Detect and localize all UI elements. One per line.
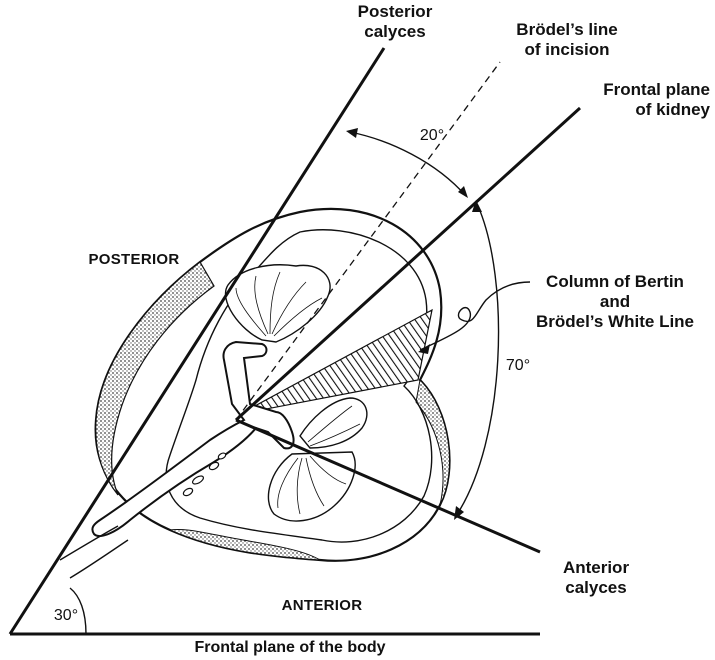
- label-column-of-bertin-line3: Brödel’s White Line: [520, 312, 710, 332]
- angle-70-label: 70°: [498, 356, 538, 376]
- label-anterior-calyces-line1: Anterior: [536, 558, 656, 578]
- label-posterior-calyces: Posterior calyces: [335, 2, 455, 42]
- label-anterior-calyces: Anterior calyces: [536, 558, 656, 598]
- arc-70-degree: [456, 206, 499, 516]
- label-anterior-calyces-line2: calyces: [536, 578, 656, 598]
- label-frontal-plane-body: Frontal plane of the body: [150, 638, 430, 658]
- angle-30-label: 30°: [46, 606, 86, 626]
- label-frontal-plane-kidney: Frontal plane of kidney: [570, 80, 710, 120]
- label-frontal-plane-kidney-line2: of kidney: [570, 100, 710, 120]
- label-posterior-calyces-line1: Posterior: [335, 2, 455, 22]
- label-column-of-bertin-line1: Column of Bertin: [520, 272, 710, 292]
- label-column-of-bertin: Column of Bertin and Brödel’s White Line: [520, 272, 710, 332]
- arc-20-arrow-left: [346, 128, 358, 138]
- label-brodel-line-line2: of incision: [492, 40, 642, 60]
- angle-20-label: 20°: [412, 126, 452, 146]
- label-anterior: ANTERIOR: [262, 596, 382, 616]
- label-brodel-line: Brödel’s line of incision: [492, 20, 642, 60]
- label-posterior-calyces-line2: calyces: [335, 22, 455, 42]
- ureter-lower-edge: [70, 540, 128, 578]
- label-column-of-bertin-line2: and: [520, 292, 710, 312]
- label-brodel-line-line1: Brödel’s line: [492, 20, 642, 40]
- label-posterior: POSTERIOR: [74, 250, 194, 270]
- label-frontal-plane-kidney-line1: Frontal plane: [570, 80, 710, 100]
- arc-20-arrow-right: [458, 186, 468, 198]
